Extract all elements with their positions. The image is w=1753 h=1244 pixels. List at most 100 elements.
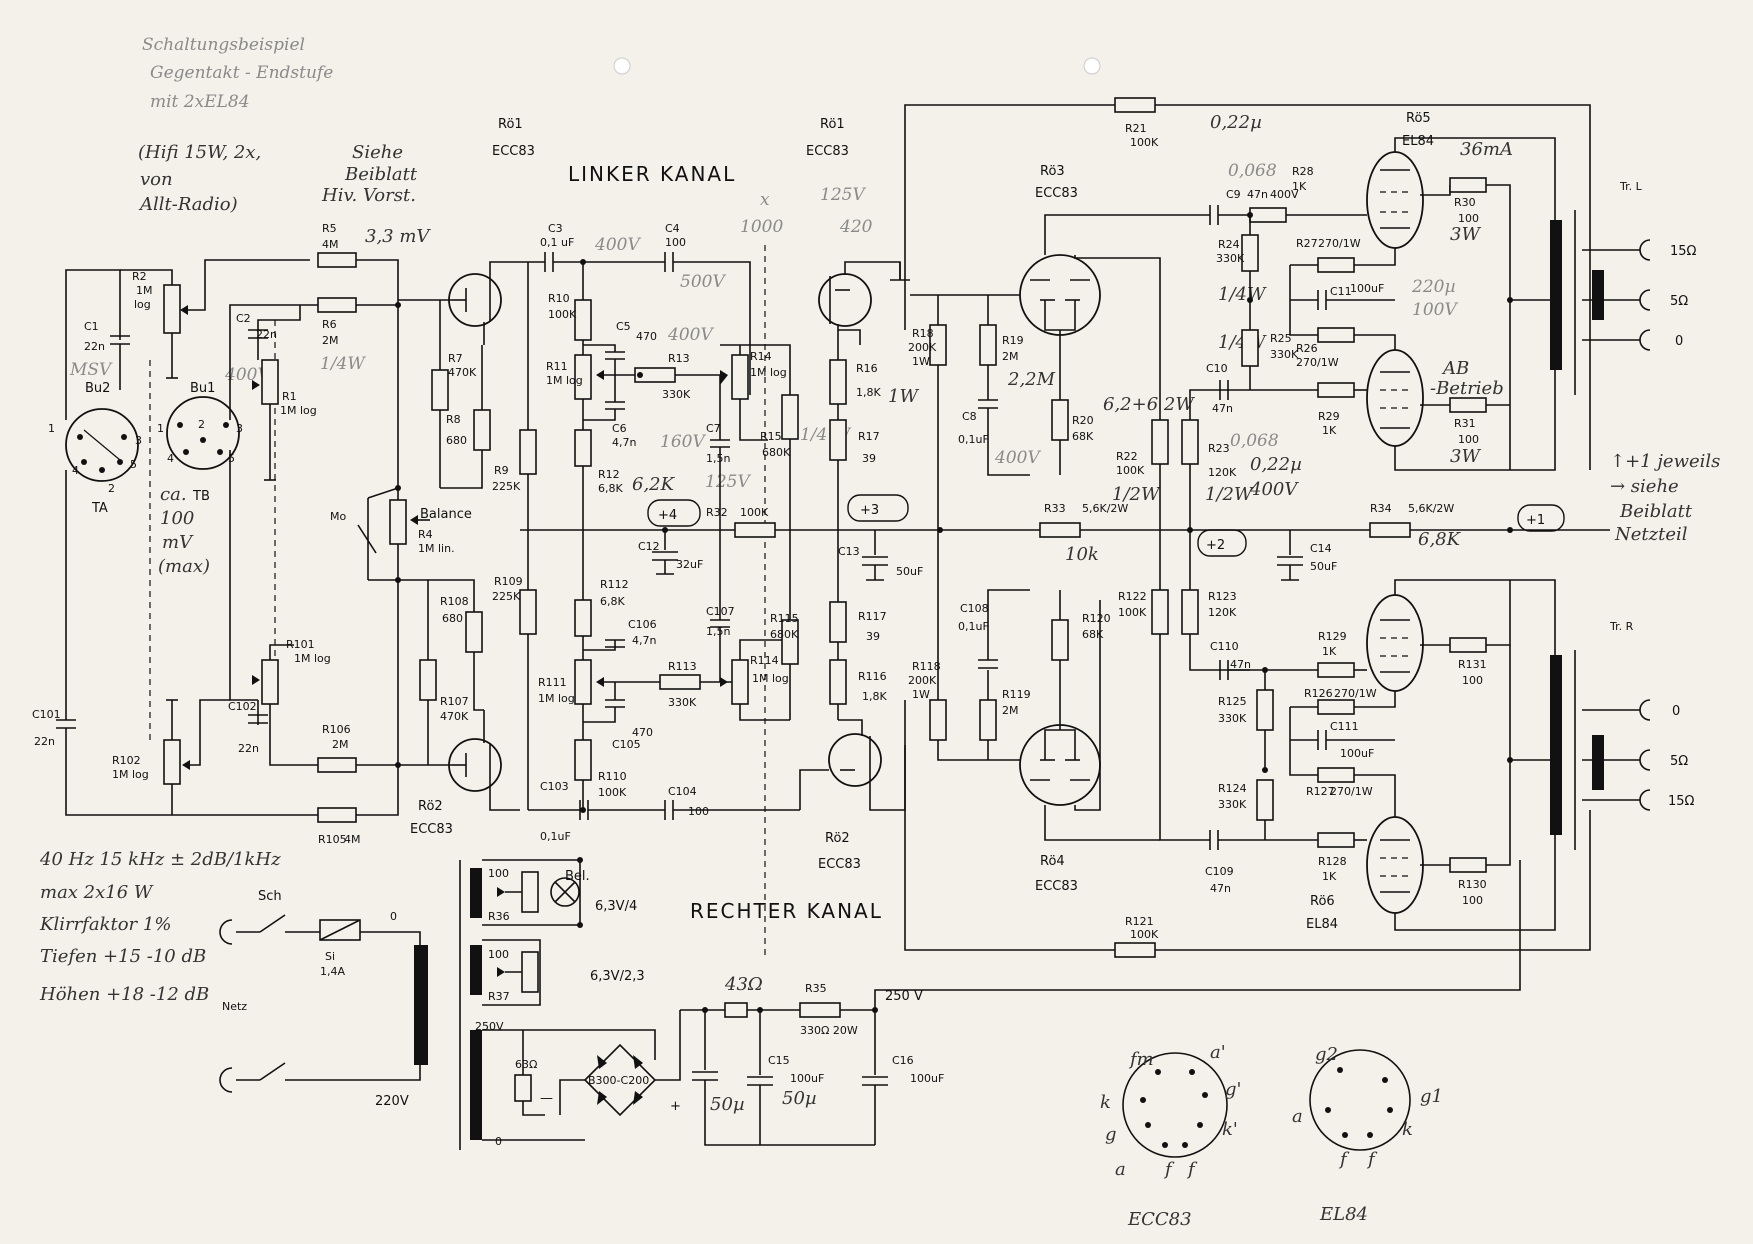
connectors-tb-label: TB [192,489,210,504]
components-c103-0-label: C103 [540,780,569,793]
components-c101-1-label: 22n [34,735,55,748]
connector-bu1: Bu1 1 3 2 4 5 TB [157,381,243,504]
note-r31: 3W [1450,446,1481,467]
punch-hole [1083,57,1101,75]
handwritten-notes-specs-2-label: Klirrfaktor 1% [39,914,171,935]
components-r19-0-label: R19 [1002,334,1024,347]
components-r114-1-label: 1M log [752,672,789,685]
components-r118-1-label: 200K [908,674,937,687]
components-r1-1-label: 1M log [280,404,317,417]
connectors-pins-bu2-0-label: 1 [48,422,55,435]
components-r6-1-label: 2M [322,334,339,347]
components-c110-0-label: C110 [1210,640,1239,653]
handwritten-notes-right-note-1-label: → siehe [1610,476,1679,497]
node-2-badge [1197,529,1247,557]
components-r2-2-label: log [134,298,151,311]
components-trr-label: Tr. R [1609,620,1634,633]
components-r17-1-label: 39 [862,452,876,465]
components-plus-label: + [670,1099,681,1114]
tubes-ro1-type-label: ECC83 [492,144,535,159]
components-c14-1-label: 50uF [1310,560,1337,573]
connectors-pins-bu2-1-label: 3 [135,434,142,447]
tube-ro2-second-half: Rö2 ECC83 [799,719,906,872]
components-r10-1-label: 100K [548,308,577,321]
components-r117-0-label: R117 [858,610,887,623]
node-3-badge [847,494,909,522]
components-r12-1-label: 6,8K [598,482,623,495]
components-r37-1-label: 100 [488,948,509,961]
components-c14-0-label: C14 [1310,542,1332,555]
components-r36-1-label: 100 [488,867,509,880]
ro4-network: R121 100K R118 200K 1W R119 2M C108 0,1u… [904,530,1591,958]
pinouts-el84-label-label: EL84 [1319,1204,1368,1225]
components-r29-1-label: 1K [1322,424,1337,437]
components-r107-0-label: R107 [440,695,469,708]
note-c6: 160V [660,432,706,452]
components-r26-0-label: R26 [1296,342,1318,355]
components-c105-1-label: 470 [632,726,653,739]
note-title: Schaltungsbeispiel Gegentakt - Endstufe … [142,35,333,112]
tubes-ro4-name-label: Rö4 [1040,854,1065,869]
components-r106-0-label: R106 [322,723,351,736]
components-r101-0-label: R101 [286,638,315,651]
handwritten-notes-hifi-note-0-label: (Hifi 15W, 2x, [138,142,261,163]
connectors-pins-bu1-4-label: 5 [228,452,235,465]
components-c10-0-label: C10 [1206,362,1228,375]
components-r120-1-label: 68K [1082,628,1104,641]
components-c107-1-label: 1,5n [706,625,730,638]
components-r16-1-label: 1,8K [856,386,881,399]
tone-stack-right: R112 6,8K C106 4,7n R111 1M log R113 330… [528,530,800,843]
components-c105-0-label: C105 [612,738,641,751]
punch-hole [613,57,631,75]
handwritten-notes-input-note-3-label: (max) [158,556,210,577]
components-r122-1-label: 100K [1118,606,1147,619]
note-cap-x: x [760,190,770,210]
components-r9-0-label: R9 [494,464,509,477]
components-r21-1-label: 100K [1130,136,1159,149]
components-r107-1-label: 470K [440,710,469,723]
note-cap-420: 420 [839,217,873,237]
ro6-network: C110 47n R129 1K R125 330K R126 270/1W C… [1180,579,1556,931]
components-r109-1-label: 225K [492,590,521,603]
components-r13-1-label: 330K [662,388,691,401]
tubes-ro1-type2-label: ECC83 [806,144,849,159]
components-r115-0-label: R115 [770,612,799,625]
ro2-stage2-cathode: R117 39 R116 1,8K [829,530,887,720]
note-cap-1000: 1000 [740,217,783,237]
tubes-ro4-type-label: ECC83 [1035,879,1078,894]
ro1-cathode-network: R7 470K R8 680 [431,300,491,489]
note-r34: 6,8K [1418,529,1462,550]
components-r27-1-label: 270/1W [1318,237,1361,250]
note-r22: 1/2W [1112,484,1161,505]
note-r16: 1W [888,386,919,407]
components-c8-0-label: C8 [962,410,977,423]
components-c6-1-label: 4,7n [612,436,636,449]
pinouts-el84-pins-2-label: k [1402,1119,1413,1140]
tube-ro2-left-stage: Rö2 ECC83 [410,710,520,837]
note-c1: MSV [69,360,113,380]
handwritten-notes-top-left-0-label: Schaltungsbeispiel [142,35,305,55]
components-r15-0-label: R15 [760,430,782,443]
components-c9-2-label: 400V [1270,188,1299,201]
components-r12-0-label: R12 [598,468,620,481]
components-r127-0-label: R127 [1306,785,1335,798]
components-r16-0-label: R16 [856,362,878,375]
components-r35-0-label: R35 [805,982,827,995]
components-c4-0-label: C4 [665,222,680,235]
components-si-1-label: 1,4A [320,965,345,978]
note-c4: 500V [680,272,726,292]
components-r7-1-label: 470K [448,366,477,379]
input-labels: R2 1M log C1 22n C101 22n R5 4M R6 2M C2… [32,222,472,846]
components-c15-1-label: 100uF [790,1072,824,1085]
components-c5-0-label: C5 [616,320,631,333]
components-r32-1-label: 100K [740,506,769,519]
note-hifi: (Hifi 15W, 2x, von Allt-Radio) [138,142,261,215]
components-r110-1-label: 100K [598,786,627,799]
components-r33-0-label: R33 [1044,502,1066,515]
components-c3-1-label: 0,1 uF [540,236,574,249]
components-r127-1-label: 270/1W [1330,785,1373,798]
components-r1-0-label: R1 [282,390,297,403]
components-c10-1-label: 47n [1212,402,1233,415]
components-c8-1-label: 0,1uF [958,433,989,446]
components-r22-1-label: 100K [1116,464,1145,477]
